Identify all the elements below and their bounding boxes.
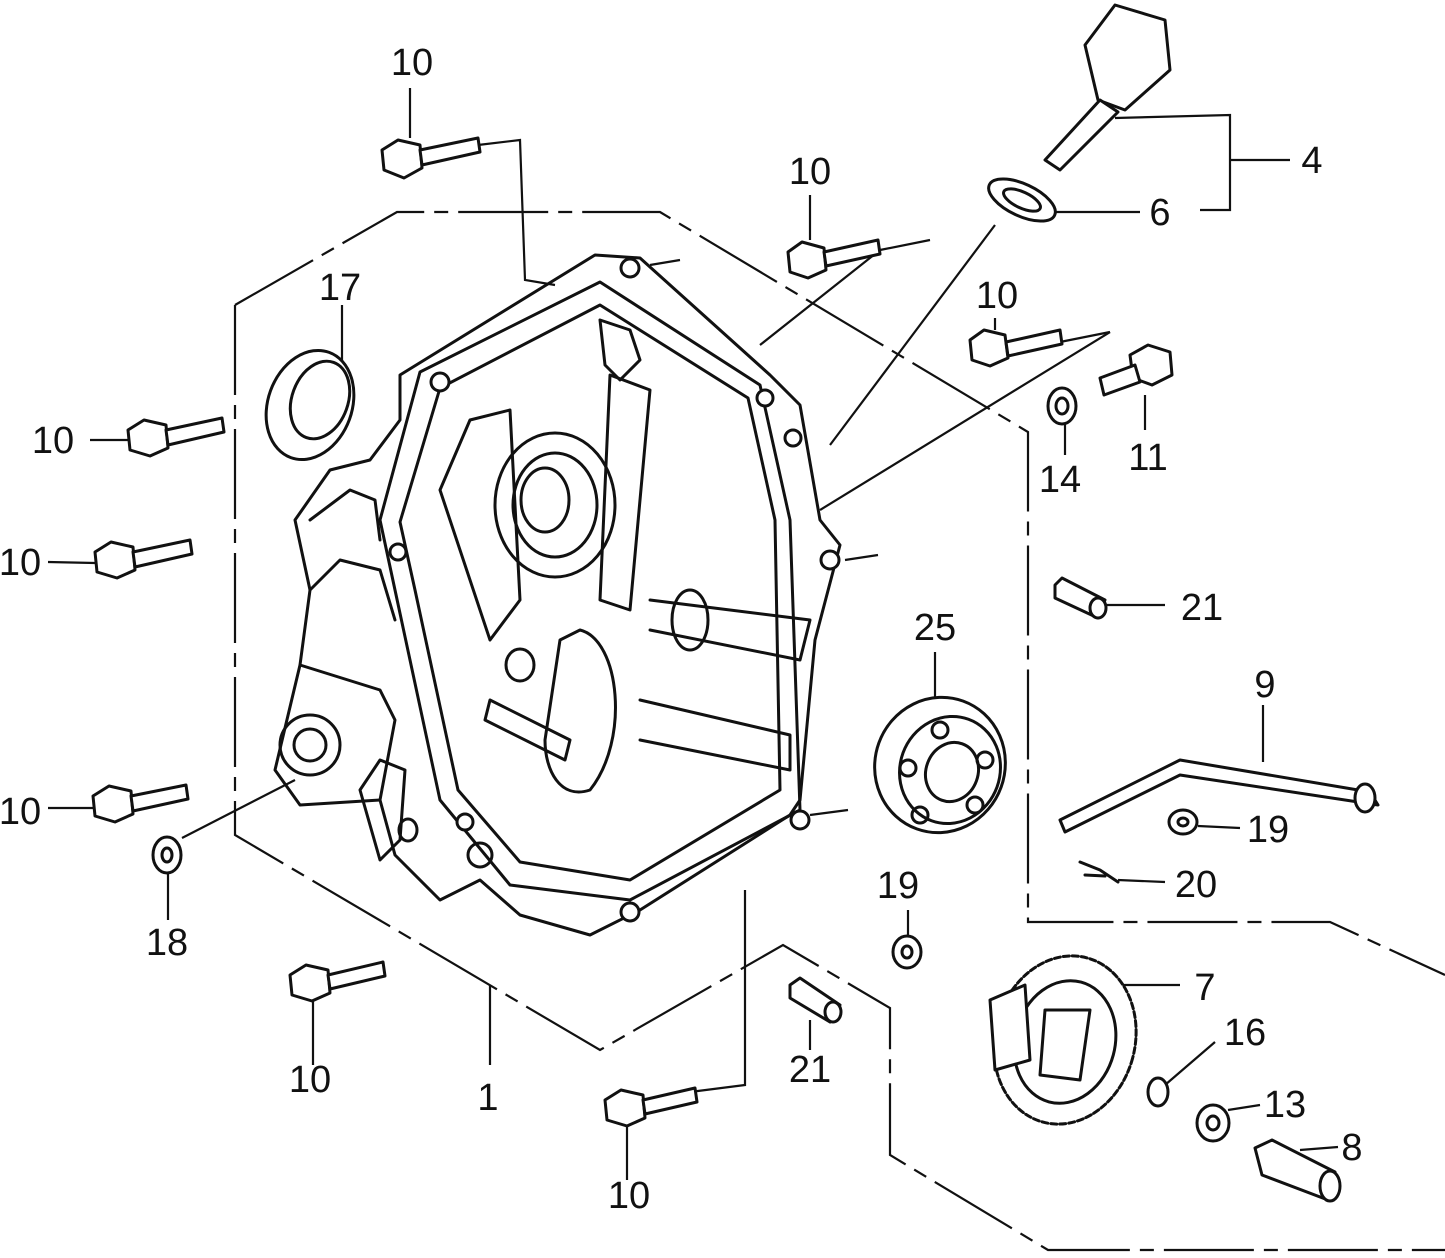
flange-bolts: [91, 136, 1064, 1128]
dowel-pin-bottom: [788, 976, 843, 1024]
washer-19-right: [1167, 808, 1199, 836]
group-outlines: [233, 210, 1445, 1252]
callout-4: 4: [1301, 140, 1322, 182]
callout-19-center: 19: [877, 865, 919, 907]
governor-arm-shaft: [1058, 758, 1380, 834]
leader-lines: [47, 88, 1339, 1180]
callout-16: 16: [1224, 1012, 1266, 1054]
callout-10-top: 10: [391, 42, 433, 84]
callout-20: 20: [1175, 864, 1217, 906]
bolt-left-1: [126, 416, 226, 458]
callout-21-bottom: 21: [789, 1049, 831, 1091]
bolt-bottom-left: [288, 960, 387, 1003]
callouts: 10 10 10 10 10 10 10 10 1 4 6 17 14 11 2…: [0, 42, 1363, 1217]
callout-10-left-3: 10: [0, 791, 41, 833]
pin-20: [1078, 860, 1120, 884]
dowel-pin-right: [1053, 576, 1108, 620]
bolt-bottom: [603, 1086, 699, 1128]
callout-10-right: 10: [976, 275, 1018, 317]
bolt-upper-middle: [786, 238, 882, 280]
callout-10-bottom-left: 10: [289, 1059, 331, 1101]
cover-group-outline-lower: [233, 305, 1445, 1252]
oil-level-gauge: [1043, 3, 1172, 172]
callout-18: 18: [146, 922, 188, 964]
callout-21-right: 21: [1181, 587, 1223, 629]
callout-9: 9: [1254, 664, 1275, 706]
radial-bearing: [873, 695, 1007, 835]
callout-10-upper-middle: 10: [789, 151, 831, 193]
washer-19-center: [891, 934, 923, 970]
callout-10-bottom: 10: [608, 1175, 650, 1217]
bolt-top: [380, 136, 482, 180]
washer-13: [1195, 1103, 1231, 1143]
oil-seal: [264, 348, 356, 462]
sealing-washer: [1046, 386, 1078, 426]
callout-19-right: 19: [1247, 809, 1289, 851]
governor-gear: [988, 954, 1138, 1126]
callout-14: 14: [1039, 459, 1081, 501]
callout-25: 25: [914, 607, 956, 649]
nut-18: [151, 835, 183, 875]
callout-13: 13: [1264, 1084, 1306, 1126]
callout-10-left-1: 10: [32, 420, 74, 462]
o-ring: [987, 177, 1057, 223]
cover-group-outline: [234, 210, 1445, 976]
callout-10-left-2: 10: [0, 542, 41, 584]
drain-plug-bolt: [1098, 343, 1174, 397]
callout-1: 1: [477, 1077, 498, 1119]
callout-17: 17: [319, 267, 361, 309]
bolt-right: [968, 328, 1064, 368]
bolt-left-3: [91, 783, 190, 824]
callout-8: 8: [1341, 1127, 1362, 1169]
callout-7: 7: [1194, 967, 1215, 1009]
crankcase-cover: [273, 253, 842, 937]
holder-pin: [1253, 1138, 1342, 1203]
callout-6: 6: [1149, 192, 1170, 234]
bolt-left-2: [93, 538, 194, 580]
callout-11: 11: [1128, 437, 1167, 479]
clip-16: [1146, 1076, 1170, 1108]
